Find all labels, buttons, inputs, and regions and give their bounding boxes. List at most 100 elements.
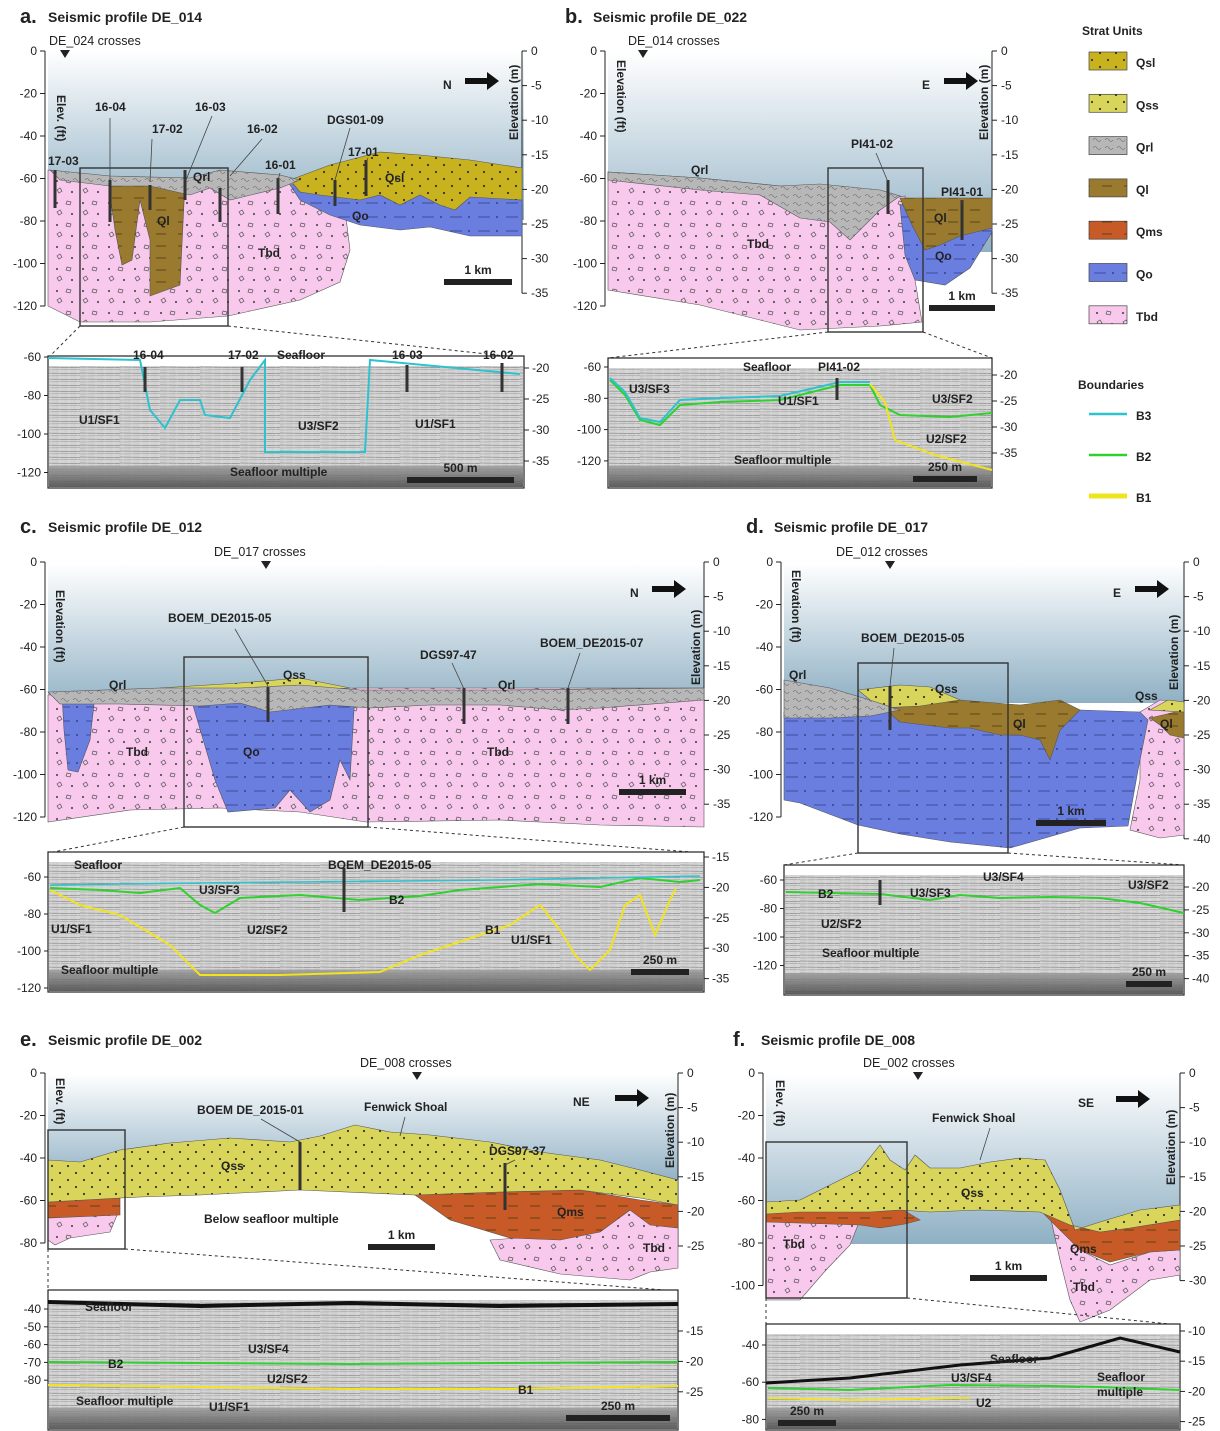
inset-annotation: 16-03 — [392, 348, 423, 362]
ft-tick-label: 0 — [30, 1066, 37, 1080]
profile-annotation: DGS97-47 — [420, 648, 477, 662]
legend-swatch-pattern — [1089, 52, 1127, 70]
scale-label: 1 km — [388, 1228, 415, 1242]
crossing-label: DE_002 crosses — [863, 1056, 955, 1070]
boundary-line — [47, 1361, 679, 1366]
boundary-line — [47, 1384, 679, 1390]
profile-annotation: Tbd — [643, 1241, 665, 1255]
inset-annotation: 16-02 — [483, 348, 514, 362]
legend-unit-label: Qss — [1136, 98, 1159, 112]
panel-letter: c. — [20, 516, 37, 538]
inset-annotation: Seafloor — [74, 858, 122, 872]
inset-m-tick-label: -25 — [712, 911, 730, 925]
m-tick-label: -10 — [1189, 1135, 1207, 1149]
inset-annotation: U3/SF3 — [199, 883, 240, 897]
inset-ft-tick-label: -60 — [24, 1338, 42, 1352]
ft-tick-label: -60 — [756, 683, 774, 697]
legend-boundary-label: B2 — [1136, 450, 1152, 464]
m-tick-label: -15 — [531, 148, 549, 162]
scale-label: 250 m — [643, 953, 677, 967]
panel-letter: e. — [20, 1029, 37, 1051]
legend-unit-label: Tbd — [1136, 310, 1158, 324]
m-tick-label: -25 — [713, 728, 731, 742]
unit-qrl-pattern — [48, 685, 704, 712]
unit-qss-pattern — [48, 1125, 678, 1205]
seafloor-reflector — [47, 1300, 679, 1309]
ft-tick-label: -60 — [738, 1194, 756, 1208]
inset-m-tick-label: -25 — [686, 1385, 704, 1399]
inset-e-multiple — [49, 1408, 677, 1429]
scale-bar — [1126, 981, 1172, 987]
inset-annotation: U2/SF2 — [821, 917, 862, 931]
ft-tick-label: -60 — [20, 172, 38, 186]
ft-tick-label: -80 — [20, 1236, 38, 1250]
legend-swatch-pattern — [1089, 136, 1127, 155]
inset-b-multiple — [609, 466, 991, 487]
inset-m-tick-label: -15 — [1188, 1354, 1206, 1368]
m-tick-label: -15 — [1001, 148, 1019, 162]
inset-ft-tick-label: -100 — [17, 427, 41, 441]
legend-swatch-pattern — [1089, 178, 1127, 197]
ft-tick-label: 0 — [748, 1066, 755, 1080]
profile-annotation: Qss — [221, 1159, 244, 1173]
inset-ft-tick-label: -120 — [17, 981, 41, 995]
ft-axis-label: Elevation (ft) — [53, 590, 67, 663]
ft-axis-label: Elev. (ft) — [54, 95, 68, 141]
scale-bar — [1036, 820, 1106, 826]
m-tick-label: -20 — [1189, 1204, 1207, 1218]
zoom-connector — [367, 826, 705, 854]
m-tick-label: -5 — [1193, 590, 1204, 604]
zoom-connector — [227, 325, 525, 359]
inset-annotation: U2/SF2 — [926, 432, 967, 446]
m-tick-label: -40 — [1193, 832, 1211, 846]
inset-annotation: Seafloor — [990, 1352, 1038, 1366]
unit-qrl-pattern — [50, 170, 300, 200]
inset-annotation: Seafloor multiple — [734, 453, 832, 467]
label-leader — [229, 138, 263, 177]
label-leader — [149, 138, 153, 183]
ft-tick-label: -100 — [731, 1279, 755, 1293]
label-leader — [334, 127, 351, 181]
m-tick-label: 0 — [1193, 555, 1200, 569]
inset-annotation: U1/SF1 — [51, 922, 92, 936]
m-tick-label: -25 — [1189, 1239, 1207, 1253]
m-tick-label: -15 — [1189, 1170, 1207, 1184]
ft-tick-label: -80 — [738, 1236, 756, 1250]
label-leader — [875, 152, 889, 183]
unit-ql-pattern — [108, 180, 185, 296]
inset-ft-tick-label: -120 — [17, 466, 41, 480]
boundary-line — [49, 875, 701, 886]
legend-unit-label: Ql — [1136, 183, 1149, 197]
inset-m-tick-label: -25 — [532, 392, 550, 406]
inset-annotation: U1/SF1 — [778, 394, 819, 408]
profile-annotation: PI41-02 — [851, 137, 893, 151]
inset-annotation: B2 — [389, 893, 405, 907]
direction-arrow-icon — [1116, 1090, 1150, 1108]
inset-m-tick-label: -30 — [1000, 420, 1018, 434]
ft-tick-label: -40 — [20, 129, 38, 143]
inset-ft-tick-label: -60 — [24, 870, 42, 884]
inset-a-multiple — [49, 466, 523, 487]
ft-tick-label: 0 — [30, 555, 37, 569]
inset-ft-tick-label: -50 — [24, 1320, 42, 1334]
inset-annotation: BOEM_DE2015-05 — [328, 858, 432, 872]
unit-qss-pattern — [766, 1145, 1180, 1232]
scale-label: 1 km — [1057, 804, 1084, 818]
inset-m-tick-label: -20 — [1192, 880, 1210, 894]
boundary-line — [47, 357, 521, 453]
ft-tick-label: 0 — [30, 44, 37, 58]
unit-qss-right-pattern — [1150, 700, 1184, 712]
m-tick-label: -25 — [687, 1239, 705, 1253]
zoom-connector — [47, 826, 185, 854]
unit-qo-pattern — [190, 692, 355, 812]
inset-annotation: 17-02 — [228, 348, 259, 362]
unit-tbd-left-pattern — [766, 1215, 860, 1300]
label-leader — [451, 662, 465, 690]
scale-bar — [566, 1415, 670, 1421]
zoom-box — [827, 167, 924, 333]
inset-annotation: U1/SF1 — [79, 413, 120, 427]
scale-label: 1 km — [464, 263, 491, 277]
unit-qo-small-pattern — [62, 695, 95, 772]
direction-arrow-icon — [652, 580, 686, 598]
profile-annotation: BOEM_DE2015-05 — [861, 631, 965, 645]
